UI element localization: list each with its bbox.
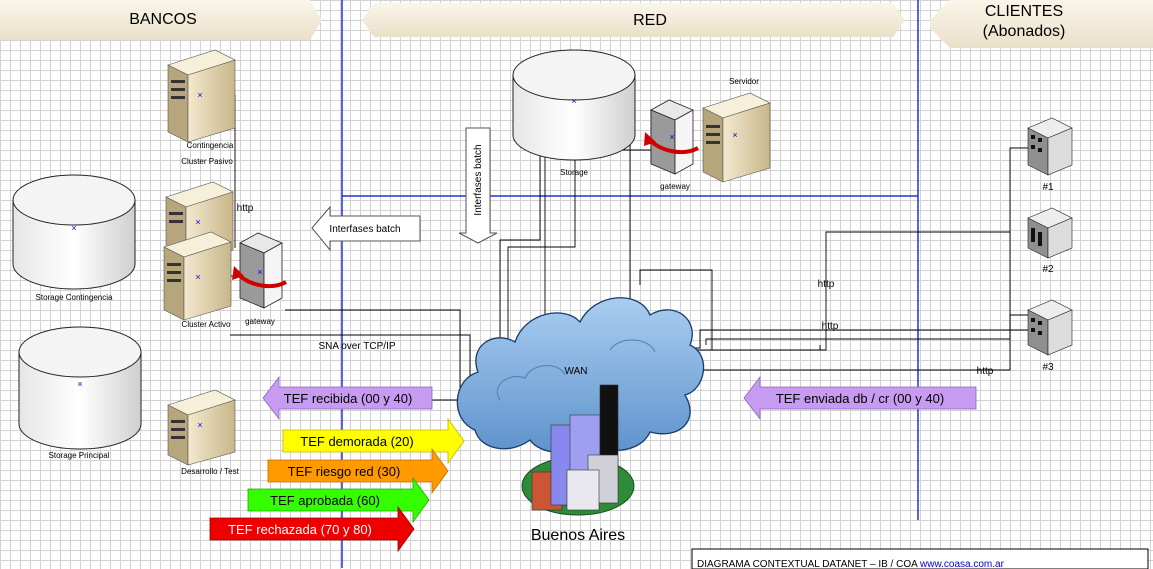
tef-rechazada-label: TEF rechazada (70 y 80) <box>228 522 372 537</box>
footer-link[interactable]: www.coasa.com.ar <box>919 559 1005 569</box>
city-icon <box>521 384 635 516</box>
clientes-banner: CLIENTES (Abonados) <box>930 0 1153 48</box>
footer-box: DIAGRAMA CONTEXTUAL DATANET – IB / COA w… <box>691 548 1149 569</box>
svg-text:×: × <box>197 90 202 100</box>
servidor-red-icon: × <box>702 92 771 183</box>
svg-text:×: × <box>71 223 76 233</box>
svg-text:×: × <box>669 132 674 142</box>
server-desarrollo: × <box>167 389 236 466</box>
client-http-1: http <box>818 279 835 290</box>
storage-red-icon: × <box>512 49 636 161</box>
client-2-label: #2 <box>1042 264 1054 275</box>
client-2-icon <box>1027 207 1073 259</box>
servidor-label: Servidor <box>729 77 759 86</box>
bancos-banner: BANCOS <box>0 0 322 40</box>
client-http-3: http <box>977 366 994 377</box>
svg-text:×: × <box>732 130 737 140</box>
tef-enviada-label: TEF enviada db / cr (00 y 40) <box>776 391 944 406</box>
red-title: RED <box>633 12 667 29</box>
svg-text:×: × <box>195 272 200 282</box>
gateway-red-label: gateway <box>660 182 690 191</box>
svg-text:×: × <box>77 379 82 389</box>
client-1-label: #1 <box>1042 182 1054 193</box>
tef-enviada-arrow: TEF enviada db / cr (00 y 40) <box>743 375 977 421</box>
svg-text:×: × <box>571 96 576 106</box>
interfases-batch-arrow-label: Interfases batch <box>329 224 400 235</box>
svg-text:×: × <box>197 420 202 430</box>
sna-label: SNA over TCP/IP <box>318 341 395 352</box>
interfases-batch-vertical-label: Interfases batch <box>473 144 484 215</box>
city-label: Buenos Aires <box>531 527 625 544</box>
client-http-2: http <box>822 321 839 332</box>
gateway-bank-label: gateway <box>245 317 275 326</box>
gateway-red-icon: × <box>644 99 699 175</box>
footer-text: DIAGRAMA CONTEXTUAL DATANET – IB / COA w… <box>697 559 1005 569</box>
interfases-batch-arrow: Interfases batch <box>311 205 421 252</box>
storage-contingencia-icon: × <box>12 174 136 290</box>
tef-riesgo-arrow: TEF riesgo red (30) <box>267 447 449 495</box>
storage-contingencia-label: Storage Contingencia <box>36 293 113 302</box>
cluster-pasivo-label: Cluster Pasivo <box>181 157 233 166</box>
client-3-icon <box>1027 299 1073 356</box>
server-contingencia: × <box>167 49 236 143</box>
tef-demorada-arrow: TEF demorada (20) <box>282 417 465 465</box>
red-banner: RED <box>362 3 905 37</box>
gateway-bank-icon: × <box>232 232 287 309</box>
desarrollo-label: Desarrollo / Test <box>181 467 239 476</box>
server-cluster-activo: × <box>163 231 232 321</box>
tef-recibida-label: TEF recibida (00 y 40) <box>284 391 413 406</box>
tef-riesgo-label: TEF riesgo red (30) <box>288 464 401 479</box>
client-1-icon <box>1027 117 1073 176</box>
footer-title: DIAGRAMA CONTEXTUAL DATANET – IB / COA <box>697 559 920 569</box>
tef-rechazada-arrow: TEF rechazada (70 y 80) <box>209 505 415 553</box>
storage-principal-label: Storage Principal <box>49 451 110 460</box>
cluster-activo-label: Cluster Activo <box>182 320 231 329</box>
clientes-subtitle: (Abonados) <box>983 23 1066 40</box>
tef-recibida-arrow: TEF recibida (00 y 40) <box>262 375 433 421</box>
storage-red-label: Storage <box>560 168 589 177</box>
contingencia-label: Contingencia <box>187 141 234 150</box>
interfases-batch-vertical-arrow: Interfases batch <box>458 127 498 244</box>
tef-demorada-label: TEF demorada (20) <box>300 434 413 449</box>
clientes-title: CLIENTES <box>985 3 1063 20</box>
svg-text:×: × <box>257 267 262 277</box>
tef-aprobada-label: TEF aprobada (60) <box>270 493 380 508</box>
bancos-title: BANCOS <box>129 11 197 28</box>
svg-text:×: × <box>195 217 200 227</box>
tef-aprobada-arrow: TEF aprobada (60) <box>247 476 430 524</box>
storage-principal-icon: × <box>18 326 142 450</box>
client-3-label: #3 <box>1042 362 1054 373</box>
http-bank-label: http <box>237 203 254 214</box>
wan-label: WAN <box>565 366 588 377</box>
